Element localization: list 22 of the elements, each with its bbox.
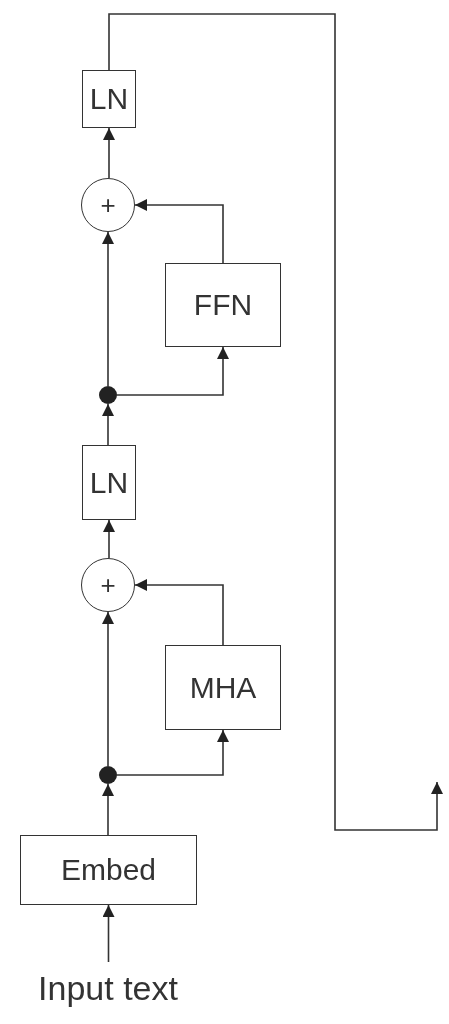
input-label: Input text bbox=[8, 962, 208, 1014]
junction-dot bbox=[99, 766, 117, 784]
arrow bbox=[102, 904, 115, 963]
arrow bbox=[116, 729, 229, 776]
sum-circle: + bbox=[81, 558, 135, 612]
arrow bbox=[103, 127, 115, 179]
process-box: MHA bbox=[165, 645, 281, 730]
arrow bbox=[134, 579, 224, 646]
process-box: LN bbox=[82, 70, 136, 128]
arrow bbox=[103, 519, 115, 559]
process-box: FFN bbox=[165, 263, 281, 347]
arrow bbox=[134, 199, 224, 264]
arrow bbox=[102, 783, 114, 836]
arrow bbox=[102, 611, 114, 767]
process-box: LN bbox=[82, 445, 136, 520]
arrow bbox=[102, 231, 114, 387]
arrow bbox=[102, 403, 114, 446]
arrow bbox=[116, 346, 229, 396]
process-box: Embed bbox=[20, 835, 197, 905]
junction-dot bbox=[99, 386, 117, 404]
sum-circle: + bbox=[81, 178, 135, 232]
arrow bbox=[108, 13, 443, 831]
